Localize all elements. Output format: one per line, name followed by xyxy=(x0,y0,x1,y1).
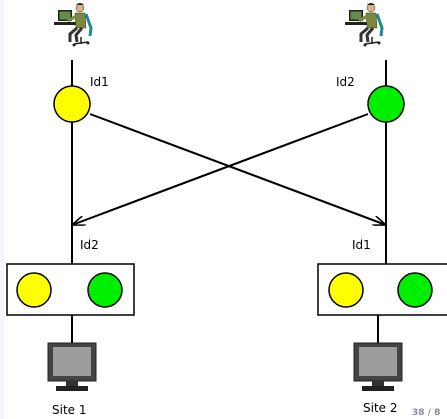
site1-light-1 xyxy=(16,272,52,308)
site1-light-2 xyxy=(87,272,123,308)
user2-person-icon xyxy=(343,1,384,48)
site2-light-1 xyxy=(328,272,364,308)
user1-person-icon xyxy=(52,1,93,48)
site2-computer-icon xyxy=(353,342,403,392)
site2-light-2 xyxy=(397,272,433,308)
site1-incoming-label: Id2 xyxy=(80,238,99,252)
page-number: 38 / 8 xyxy=(412,408,440,418)
site1-label: Site 1 xyxy=(52,403,87,417)
user2-label: Id2 xyxy=(336,75,355,89)
user1-circle xyxy=(53,85,91,123)
site2-incoming-label: Id1 xyxy=(352,238,371,252)
user1-label: Id1 xyxy=(90,75,109,89)
arrow-user2-to-site1 xyxy=(72,113,369,226)
site2-label: Site 2 xyxy=(363,401,398,415)
arrow-user1-to-site2 xyxy=(89,113,386,226)
site1-computer-icon xyxy=(47,342,97,392)
user2-circle xyxy=(367,85,405,123)
